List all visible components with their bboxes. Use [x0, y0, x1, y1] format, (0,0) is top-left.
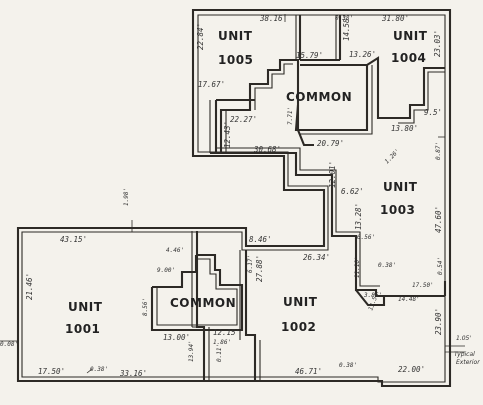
dimension-label: 0.38' — [90, 366, 108, 373]
dimension-label: 1.98' — [123, 188, 130, 206]
dimension-label: 15.79' — [296, 51, 323, 60]
dimension-label: 13.94' — [188, 340, 195, 362]
exterior-wall-inner — [21, 14, 446, 383]
common-lower-wall — [150, 253, 244, 332]
common-upper-label: COMMON — [286, 90, 352, 104]
unit-1001-name: UNIT — [68, 300, 103, 314]
dimension-label: 30.68' — [253, 145, 281, 154]
partition — [366, 56, 398, 120]
dimension-label: 31.80' — [381, 14, 409, 23]
dimension-label: 12.43' — [223, 121, 232, 148]
dimension-label: 21.46' — [25, 273, 34, 300]
dimension-label: 4.46' — [166, 247, 184, 254]
dimension-label: 47.60' — [434, 206, 443, 233]
dimension-label: 14.48' — [398, 296, 420, 303]
common-upper-wall-inner — [209, 63, 373, 153]
dimension-label: 9.00' — [157, 267, 175, 274]
dimension-label: 27.88' — [255, 255, 264, 282]
dimension-label: 0.38' — [339, 362, 357, 369]
dimension-label: 0.54' — [437, 257, 444, 275]
unit-1001-number: 1001 — [65, 322, 100, 336]
dimension-label: 13.28' — [354, 203, 363, 230]
unit-1003-step — [398, 66, 445, 120]
tick — [86, 368, 93, 374]
dimension-label: 6.62' — [341, 187, 364, 196]
unit-1003-wall-inner — [215, 147, 380, 287]
unit-1001-1002-wall — [195, 231, 206, 381]
dimension-label: 13.80' — [391, 124, 418, 133]
dimension-label: 0.08' — [0, 341, 18, 348]
unit-1003-step-inner — [398, 71, 445, 124]
partition — [296, 105, 314, 147]
unit-1002-notch — [355, 289, 386, 307]
dimension-label: 43.15' — [60, 235, 87, 244]
dimension-label: 23.03' — [433, 30, 442, 57]
dimension-label: 17.50' — [412, 282, 434, 289]
unit-1003-number: 1003 — [380, 203, 415, 217]
dimension-label: 22.00' — [398, 365, 425, 374]
dimension-label: 0.38' — [335, 15, 353, 22]
unit-1004-name: UNIT — [393, 29, 428, 43]
dimension-label: 0.87' — [435, 142, 442, 160]
dimension-label: 6.17' — [247, 255, 254, 273]
common-lower-stairs — [152, 255, 198, 289]
common-lower-label: COMMON — [170, 296, 236, 310]
unit-1004-number: 1004 — [391, 51, 426, 65]
dimension-label: 13.26' — [349, 50, 376, 59]
dimension-label: 0.38' — [378, 262, 396, 269]
unit-1002-east-wall — [244, 250, 257, 381]
unit-1001-1002-wall-inner — [191, 231, 210, 381]
dimension-label: 12.15' — [213, 328, 240, 337]
dimension-label: 46.71' — [295, 367, 322, 376]
dimension-label: 7.71' — [287, 107, 294, 125]
dimension-label: 8.46' — [249, 235, 272, 244]
dimension-label: 6.56' — [357, 234, 375, 241]
dimension-label: 0.11' — [216, 344, 223, 362]
dimension-label: 22.27' — [230, 115, 257, 124]
unit-1003-wall — [210, 151, 445, 298]
dimension-label: 3.86' — [363, 292, 382, 299]
unit-1005-number: 1005 — [218, 53, 253, 67]
dimension-label: 23.90' — [434, 308, 443, 335]
dimension-label: 13.00' — [163, 333, 190, 342]
dimension-label: 17.50' — [38, 367, 65, 376]
typical-note-exterior: Exterior — [456, 359, 480, 366]
dimension-label: 38.16' — [259, 14, 287, 23]
unit-1002-east-wall-inner — [239, 250, 261, 381]
dimension-label: 14.58' — [342, 14, 351, 41]
dimension-label: 9.5' — [424, 108, 442, 117]
dimension-label: 20.79' — [317, 139, 344, 148]
unit-1002-number: 1002 — [281, 320, 316, 334]
dimension-label: 1.86' — [213, 339, 231, 346]
dimension-label: 11.10' — [354, 256, 361, 278]
dimension-label: 26.34' — [303, 253, 330, 262]
common-lower-wall-inner — [156, 258, 238, 326]
dimension-label: 22.84' — [196, 23, 205, 50]
exterior-wall — [16, 8, 452, 388]
typical-note-value: 1.05' — [456, 335, 471, 342]
dimension-label: 33.16' — [119, 369, 147, 378]
typical-note-label: Typical — [454, 351, 475, 358]
dimension-label: 8.56' — [142, 298, 149, 316]
dimension-label: 17.67' — [198, 80, 225, 89]
dimension-label: 12.01' — [328, 161, 337, 188]
dimension-label: 1.26' — [383, 148, 401, 166]
common-upper-wall — [214, 58, 369, 155]
unit-1005-name: UNIT — [218, 29, 253, 43]
unit-1002-name: UNIT — [283, 295, 318, 309]
unit-1003-name: UNIT — [383, 180, 418, 194]
